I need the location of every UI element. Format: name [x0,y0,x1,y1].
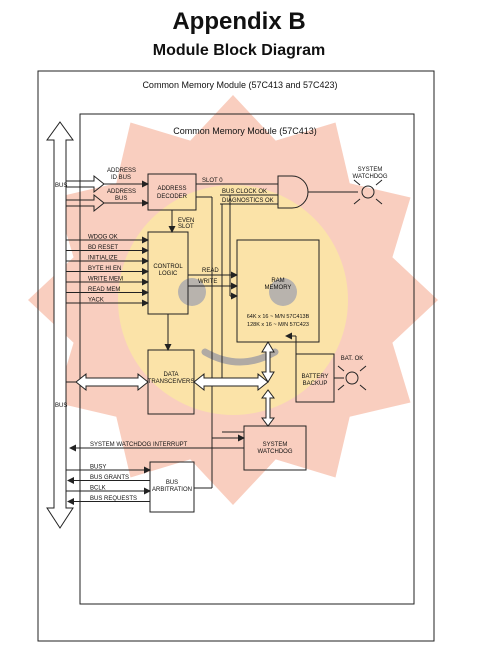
badge-eye-left [178,278,206,306]
address-bus-label-2: BUS [115,196,127,202]
control-input-label: WRITE MEM [88,277,123,283]
system-watchdog-interrupt-label: SYSTEM WATCHDOG INTERRUPT [90,442,188,448]
battery-label-1: BATTERY [301,374,328,380]
control-input-label: BD RESET [88,245,118,251]
system-watchdog-lamp-label-2: WATCHDOG [353,174,388,180]
control-input-label: WDOG OK [88,235,118,241]
write-label: WRITE [198,279,217,285]
inner-module-frame [79,113,415,605]
and-gate [277,175,309,209]
address-decoder-label-2: DECODER [157,194,188,200]
address-id-bus-label-2: ID BUS [111,175,131,181]
outer-module-label: Common Memory Module (57C413 and 57C423) [142,80,337,90]
page-subtitle: Module Block Diagram [152,42,326,59]
bus-arbitration-box [149,461,195,513]
badge-eye-right [269,278,297,306]
bus-arbitration-label-1: BUS [166,480,178,486]
ram-label-3: 64K x 16 ~ M/N 57C413B [247,314,310,320]
address-bus-label-1: ADDRESS [107,189,136,195]
badge-face [118,185,348,415]
battery-ok-lamp [345,371,359,385]
system-watchdog-lamp-label-1: SYSTEM [358,167,383,173]
arbitration-signal-label: BUSY [90,465,106,471]
even-slot-label-2: SLOT [178,224,194,230]
outer-module-frame [37,70,435,642]
even-slot-label-1: EVEN [178,218,194,224]
bus-arbitration-label-2: ARBITRATION [152,487,192,493]
arbitration-signal-label: BCLK [90,486,106,492]
bus-clock-ok-label: BUS CLOCK OK [222,189,267,195]
ram-memory-box [236,239,320,343]
badge-decoration [28,95,438,505]
slot0-label: SLOT 0 [202,178,223,184]
data-transceivers-label-2: TRANSCEIVERS [148,379,195,385]
page-title: Appendix B [172,8,306,35]
system-watchdog-label-2: WATCHDOG [258,449,293,455]
bus-label-left: BUS [55,403,67,409]
control-logic-label-2: LOGIC [159,271,178,277]
ram-label-1: RAM [271,278,284,284]
arbitration-signal-label: BUS REQUESTS [90,496,137,502]
bus-label-top: BUS [55,183,67,189]
data-transceivers-label-1: DATA [163,372,178,378]
main-bus-arrow [46,121,74,529]
arbitration-signal-label: BUS GRANTS [90,475,129,481]
control-input-label: READ MEM [88,287,120,293]
system-watchdog-lamp [361,185,375,199]
address-decoder-label-1: ADDRESS [157,186,186,192]
system-watchdog-label-1: SYSTEM [263,442,288,448]
control-input-label: BYTE HI EN [88,266,121,272]
ram-label-4: 128K x 16 ~ M/N 57C423 [247,322,309,328]
inner-module-label: Common Memory Module (57C413) [173,126,317,136]
battery-label-2: BACKUP [303,381,328,387]
ram-label-2: MEMORY [265,285,292,291]
control-input-label: YACK [88,298,104,304]
battery-ok-label: BAT. OK [341,356,364,362]
control-logic-label-1: CONTROL [153,264,183,270]
address-id-bus-label-1: ADDRESS [107,168,136,174]
diagnostics-ok-label: DIAGNOSTICS OK [222,198,274,204]
control-input-label: INITIALIZE [88,256,118,262]
read-label: READ [202,268,219,274]
